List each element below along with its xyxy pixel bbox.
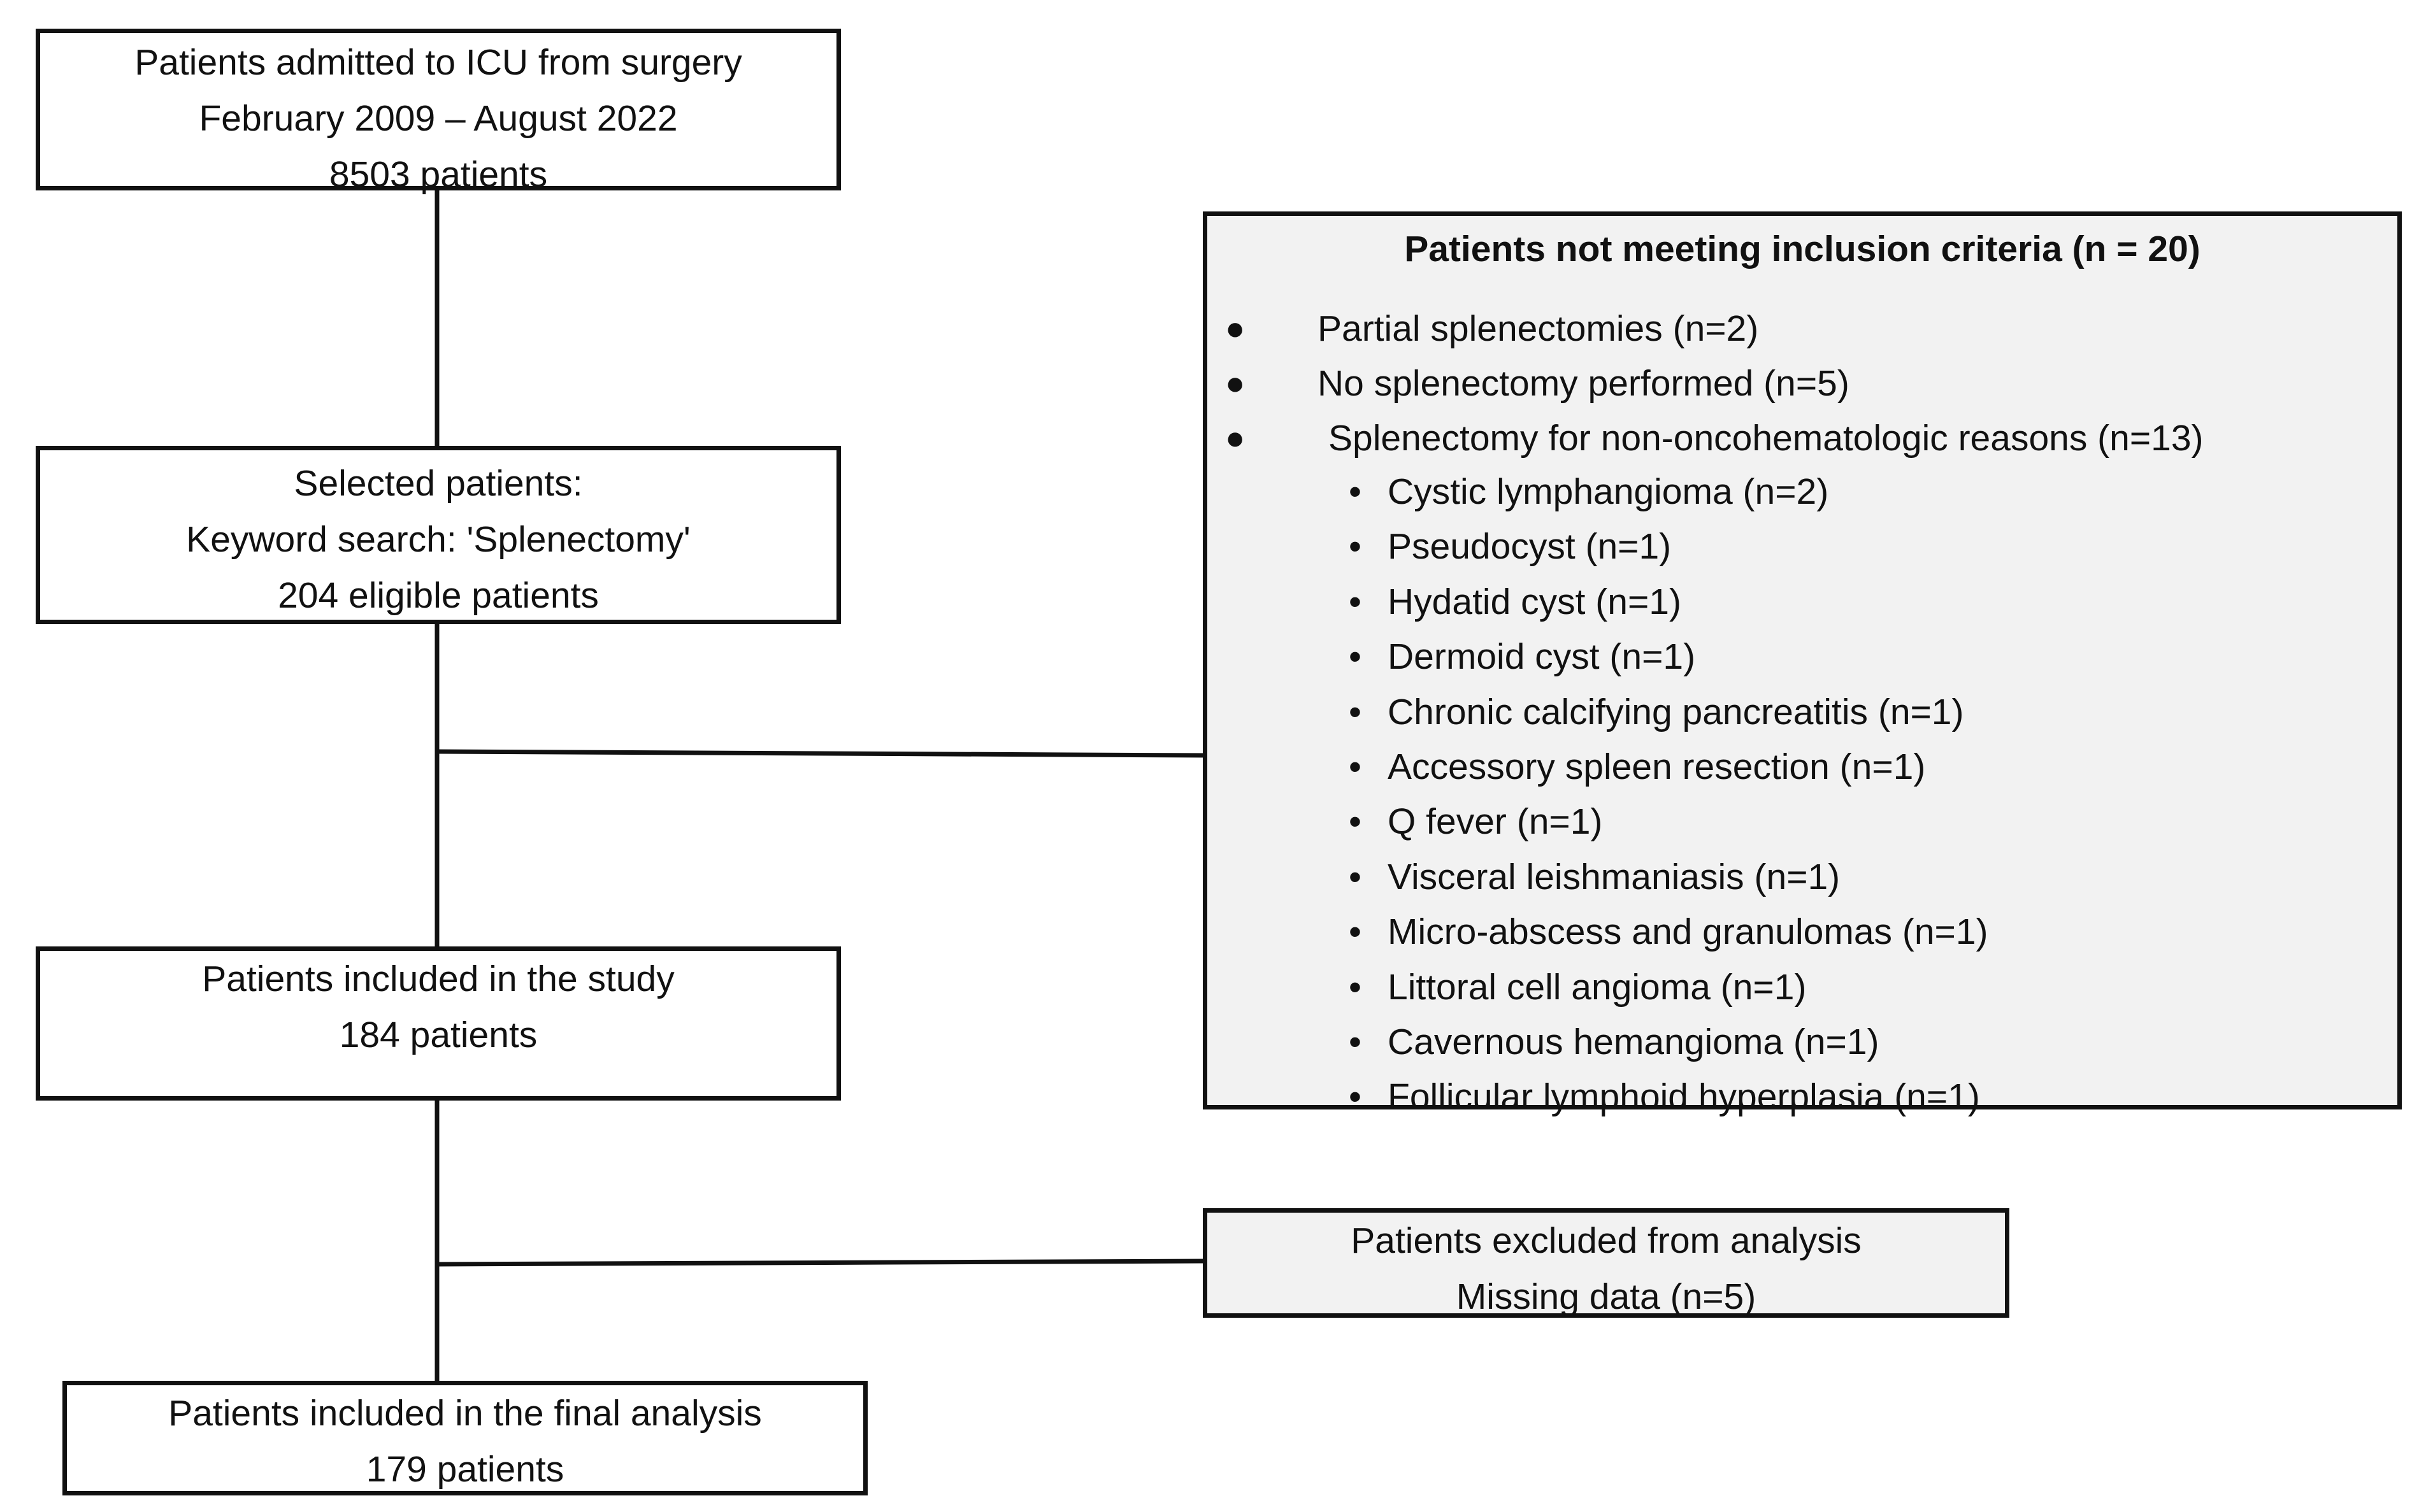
exclusion-criteria-title: Patients not meeting inclusion criteria … [1404, 229, 2200, 269]
final-analysis-box: Patients included in the final analysis … [62, 1381, 868, 1495]
bullet-icon: • [1349, 966, 1361, 1008]
bullet-icon: • [1349, 581, 1361, 622]
criteria-item-label: Splenectomy for non-oncohematologic reas… [1328, 418, 2204, 459]
reason-item: • Micro-abscess and granulomas (n=1) [1207, 904, 2397, 959]
reason-item: • Pseudocyst (n=1) [1207, 519, 2397, 574]
bullet-icon: • [1349, 856, 1361, 897]
exclusion-criteria-list: ● Partial splenectomies (n=2) ● No splen… [1207, 301, 2397, 466]
reason-item: • Dermoid cyst (n=1) [1207, 629, 2397, 684]
included-line: 184 patients [339, 1015, 538, 1055]
reason-item-label: Visceral leishmaniasis (n=1) [1388, 856, 1841, 897]
bullet-icon: • [1349, 1021, 1361, 1062]
reason-item: • Hydatid cyst (n=1) [1207, 574, 2397, 629]
reason-item-label: Q fever (n=1) [1388, 801, 1603, 843]
reason-item-label: Micro-abscess and granulomas (n=1) [1388, 911, 1988, 953]
criteria-item: ● Partial splenectomies (n=2) [1207, 301, 2397, 356]
reason-item: • Visceral leishmaniasis (n=1) [1207, 850, 2397, 904]
connector-branch-excluded [436, 1259, 1203, 1267]
reason-item: • Chronic calcifying pancreatitis (n=1) [1207, 685, 2397, 739]
criteria-item: ● No splenectomy performed (n=5) [1207, 356, 2397, 411]
included-line: Patients included in the study [202, 959, 675, 999]
included-box: Patients included in the study 184 patie… [36, 946, 841, 1101]
reason-item: • Cystic lymphangioma (n=2) [1207, 464, 2397, 519]
reason-item-label: Cavernous hemangioma (n=1) [1388, 1021, 1879, 1062]
connector-branch-criteria [436, 749, 1203, 758]
bullet-icon: ● [1225, 420, 1245, 457]
bullet-icon: • [1349, 911, 1361, 953]
admitted-line: 8503 patients [329, 154, 548, 195]
bullet-icon: • [1349, 471, 1361, 512]
reason-item-label: Hydatid cyst (n=1) [1388, 581, 1681, 622]
bullet-icon: • [1349, 691, 1361, 732]
selected-line: Selected patients: [294, 463, 583, 504]
excluded-line: Patients excluded from analysis [1351, 1220, 1862, 1261]
criteria-item-label: Partial splenectomies (n=2) [1317, 308, 1759, 349]
reason-item-label: Accessory spleen resection (n=1) [1388, 746, 1926, 787]
reason-item: • Follicular lymphoid hyperplasia (n=1) [1207, 1069, 2397, 1124]
admitted-line: Patients admitted to ICU from surgery [134, 42, 742, 83]
reason-item: • Q fever (n=1) [1207, 794, 2397, 849]
bullet-icon: • [1349, 746, 1361, 787]
reason-item-label: Pseudocyst (n=1) [1388, 526, 1672, 567]
admitted-box: Patients admitted to ICU from surgery Fe… [36, 29, 841, 195]
selected-line: 204 eligible patients [278, 575, 599, 616]
criteria-item-label: No splenectomy performed (n=5) [1317, 363, 1849, 404]
final-line: Patients included in the final analysis [168, 1393, 762, 1434]
excluded-line: Missing data (n=5) [1456, 1276, 1756, 1317]
reason-item-label: Chronic calcifying pancreatitis (n=1) [1388, 691, 1964, 732]
reason-item-label: Dermoid cyst (n=1) [1388, 636, 1696, 678]
reason-item-label: Cystic lymphangioma (n=2) [1388, 471, 1829, 512]
reason-item: • Littoral cell angioma (n=1) [1207, 960, 2397, 1015]
final-line: 179 patients [366, 1449, 564, 1490]
selected-box: Selected patients: Keyword search: 'Sple… [36, 446, 841, 624]
criteria-item: ● Splenectomy for non-oncohematologic re… [1207, 411, 2397, 466]
exclusion-criteria-box: Patients not meeting inclusion criteria … [1203, 211, 2402, 1117]
reason-item-label: Littoral cell angioma (n=1) [1388, 966, 1807, 1008]
bullet-icon: • [1349, 526, 1361, 567]
bullet-icon: • [1349, 1076, 1361, 1118]
bullet-icon: • [1349, 801, 1361, 843]
reason-item-label: Follicular lymphoid hyperplasia (n=1) [1388, 1076, 1980, 1118]
reason-item: • Accessory spleen resection (n=1) [1207, 739, 2397, 794]
excluded-from-analysis-box: Patients excluded from analysis Missing … [1203, 1208, 2009, 1318]
bullet-icon: ● [1225, 365, 1245, 402]
admitted-line: February 2009 – August 2022 [199, 98, 678, 139]
bullet-icon: • [1349, 636, 1361, 678]
non-oncohematologic-reasons-list: • Cystic lymphangioma (n=2) • Pseudocyst… [1207, 464, 2397, 1125]
bullet-icon: ● [1225, 310, 1245, 347]
reason-item: • Cavernous hemangioma (n=1) [1207, 1015, 2397, 1069]
selected-line: Keyword search: 'Splenectomy' [186, 519, 691, 560]
